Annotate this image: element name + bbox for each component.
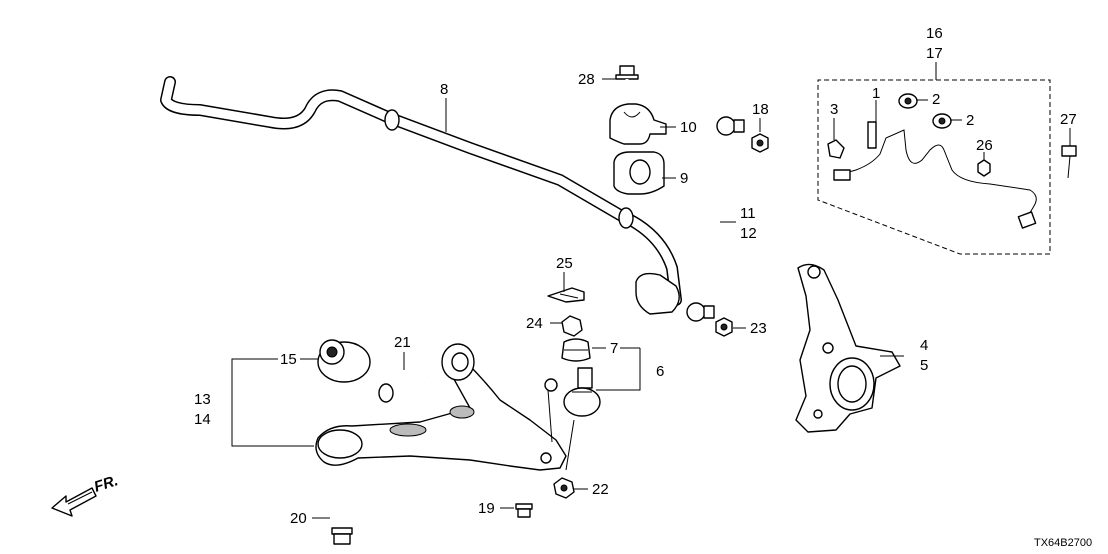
callout-19: 19	[478, 500, 495, 517]
callout-13: 13	[194, 391, 211, 408]
callout-12: 12	[740, 225, 757, 242]
callout-27: 27	[1060, 111, 1077, 128]
callout-7: 7	[610, 340, 618, 357]
bushing-15[interactable]	[317, 339, 371, 383]
ball-joint-6[interactable]	[563, 367, 601, 417]
sensor-harness[interactable]	[833, 129, 1037, 229]
bushing-9[interactable]	[613, 151, 665, 195]
lower-arm[interactable]	[315, 343, 575, 471]
callout-1: 1	[872, 85, 880, 102]
callout-23: 23	[750, 320, 767, 337]
boot-7[interactable]	[561, 338, 591, 362]
stabilizer-link[interactable]	[686, 116, 745, 322]
callout-28: 28	[578, 71, 595, 88]
clip-25[interactable]	[547, 287, 585, 303]
clip-1[interactable]	[867, 121, 877, 149]
knuckle[interactable]	[795, 263, 901, 433]
callout-6: 6	[656, 363, 664, 380]
front-direction-arrow: FR.	[51, 472, 120, 517]
callout-26: 26	[976, 137, 993, 154]
callout-15: 15	[280, 351, 297, 368]
nut-23[interactable]	[715, 317, 733, 337]
nut-18[interactable]	[751, 133, 769, 153]
grommet-2b[interactable]	[932, 113, 952, 129]
stabilizer-bar[interactable]	[160, 76, 682, 315]
callout-labels: 8 28 10 9 18 11 12 25 24 23 7 6 21 15 13…	[194, 25, 1077, 527]
callout-20: 20	[290, 510, 307, 527]
callout-16: 16	[926, 25, 943, 42]
clip-3[interactable]	[827, 139, 845, 159]
callout-25: 25	[556, 255, 573, 272]
direction-label: FR.	[92, 472, 120, 496]
bolt-27[interactable]	[1061, 145, 1077, 179]
callout-5: 5	[920, 357, 928, 374]
callout-2a: 2	[932, 91, 940, 108]
callout-17: 17	[926, 45, 943, 62]
holder-10[interactable]	[609, 103, 667, 145]
clip-26[interactable]	[977, 159, 991, 177]
callout-9: 9	[680, 170, 688, 187]
grommet-2a[interactable]	[898, 93, 918, 109]
nut-22[interactable]	[553, 477, 575, 499]
bolt-20[interactable]	[331, 496, 353, 545]
callout-2b: 2	[966, 112, 974, 129]
callout-8: 8	[440, 81, 448, 98]
leader-lines	[231, 62, 1071, 519]
callout-10: 10	[680, 119, 697, 136]
callout-14: 14	[194, 411, 211, 428]
callout-11: 11	[740, 205, 756, 222]
callout-21: 21	[394, 334, 411, 351]
bolt-28[interactable]	[615, 65, 639, 98]
callout-3: 3	[830, 101, 838, 118]
callout-4: 4	[920, 337, 928, 354]
callout-22: 22	[592, 481, 609, 498]
bolt-19[interactable]	[515, 492, 533, 518]
nut-24[interactable]	[561, 315, 583, 337]
callout-18: 18	[752, 101, 769, 118]
diagram-code: TX64B2700	[1034, 537, 1092, 549]
callout-24: 24	[526, 315, 543, 332]
bolt-21[interactable]	[378, 373, 429, 403]
sensor-group-frame	[817, 79, 1051, 255]
